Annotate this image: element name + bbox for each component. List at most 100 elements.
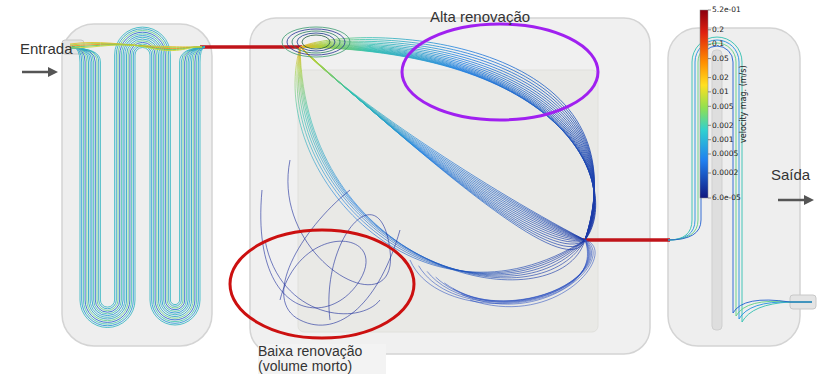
streamline — [300, 46, 594, 240]
streamline — [300, 47, 585, 276]
tick-mark — [708, 29, 711, 30]
streamline — [297, 47, 585, 273]
colorbar-tick-label: 0.0005 — [712, 150, 738, 158]
streamline — [300, 38, 594, 240]
region-label: Alta renovação — [430, 8, 530, 25]
streamline — [300, 47, 585, 250]
tick-mark — [708, 154, 711, 155]
right-tank — [668, 28, 800, 346]
streamline — [72, 30, 205, 310]
colorbar-tick-label: 0.005 — [712, 103, 733, 111]
streamline — [668, 40, 812, 319]
colorbar-tick-label: 0.01 — [712, 88, 729, 96]
colorbar-tick-label: 0.1 — [712, 40, 724, 48]
streamline — [72, 29, 205, 309]
tick-mark — [708, 91, 711, 92]
streamline — [284, 190, 400, 325]
region-label: Entrada — [20, 40, 73, 57]
streamline — [300, 47, 585, 280]
streamline — [70, 45, 202, 51]
streamline — [461, 240, 593, 304]
colorbar-ticks — [708, 10, 711, 198]
colorbar-tick-label: 0.002 — [712, 122, 733, 130]
region-label: Baixa renovação (volume morto) — [258, 344, 386, 374]
streamline — [295, 47, 585, 272]
streamline — [300, 47, 585, 247]
axis-title: velocity mag. (m/s) — [740, 65, 748, 143]
streamline — [300, 47, 585, 240]
streamline — [300, 47, 594, 240]
arrow-head — [804, 195, 814, 205]
tick-mark — [708, 125, 711, 126]
streamline — [453, 240, 592, 302]
region-label: Saída — [771, 166, 810, 183]
tick-mark — [708, 173, 711, 174]
arrow-head — [48, 67, 58, 77]
colorbar-tick-label: 0.02 — [712, 74, 729, 82]
streamline — [300, 47, 594, 240]
colorbar-tick-label: 0.05 — [712, 55, 729, 63]
colorbar-tick-label: 0.0002 — [712, 169, 738, 177]
streamline — [70, 44, 202, 48]
streamline — [436, 240, 590, 301]
dead-volume-ellipse — [230, 230, 414, 338]
streamline — [300, 47, 595, 240]
streamline — [300, 47, 595, 240]
colorbar-tick-label: 5.2e-01 — [712, 6, 741, 14]
streamline — [300, 47, 585, 240]
streamline — [300, 45, 594, 240]
streamline — [300, 40, 594, 240]
streamline — [300, 47, 585, 240]
vortex-line — [302, 35, 330, 49]
streamline — [668, 46, 812, 313]
streamline — [298, 47, 585, 274]
streamline — [72, 32, 205, 312]
streamline — [265, 240, 380, 314]
streamline — [300, 47, 585, 240]
streamline — [300, 47, 595, 240]
colorbar-tick-label: 0.2 — [712, 26, 724, 34]
tick-mark — [708, 198, 711, 199]
streamline — [444, 240, 590, 301]
vortex-line — [297, 33, 335, 51]
outlet-arrow — [778, 199, 806, 202]
streamline — [300, 47, 585, 278]
vortex-line — [282, 27, 350, 57]
streamline — [668, 37, 812, 322]
streamline — [300, 43, 594, 240]
tick-mark — [708, 44, 711, 45]
streamline — [300, 46, 594, 240]
streamline — [300, 47, 585, 240]
streamline — [300, 47, 596, 240]
streamline — [300, 47, 585, 240]
streamline — [300, 45, 594, 240]
streamline — [300, 47, 585, 240]
connecting-pipe — [200, 45, 302, 49]
streamline — [410, 240, 588, 304]
tick-mark — [708, 77, 711, 78]
connecting-pipe — [583, 238, 670, 242]
colorbar-tick-label: 0.001 — [712, 136, 733, 144]
streamline — [300, 47, 585, 241]
streamline — [668, 43, 812, 316]
middle-tank — [250, 18, 650, 354]
inlet-arrow — [22, 71, 50, 74]
tick-mark — [708, 10, 711, 11]
streamline — [300, 47, 594, 240]
colorbar-tick-label: 6.0e-05 — [712, 194, 741, 202]
tick-mark — [708, 106, 711, 107]
streamline — [300, 47, 585, 244]
streamline — [470, 240, 595, 307]
colorbar — [700, 10, 708, 198]
streamline — [72, 27, 205, 307]
streamline — [300, 41, 594, 240]
tick-mark — [708, 58, 711, 59]
streamline — [427, 240, 589, 301]
streamline — [70, 45, 202, 50]
vortex-line — [287, 29, 345, 55]
streamline — [300, 44, 594, 240]
streamline — [300, 47, 585, 240]
left-tank — [62, 24, 212, 346]
